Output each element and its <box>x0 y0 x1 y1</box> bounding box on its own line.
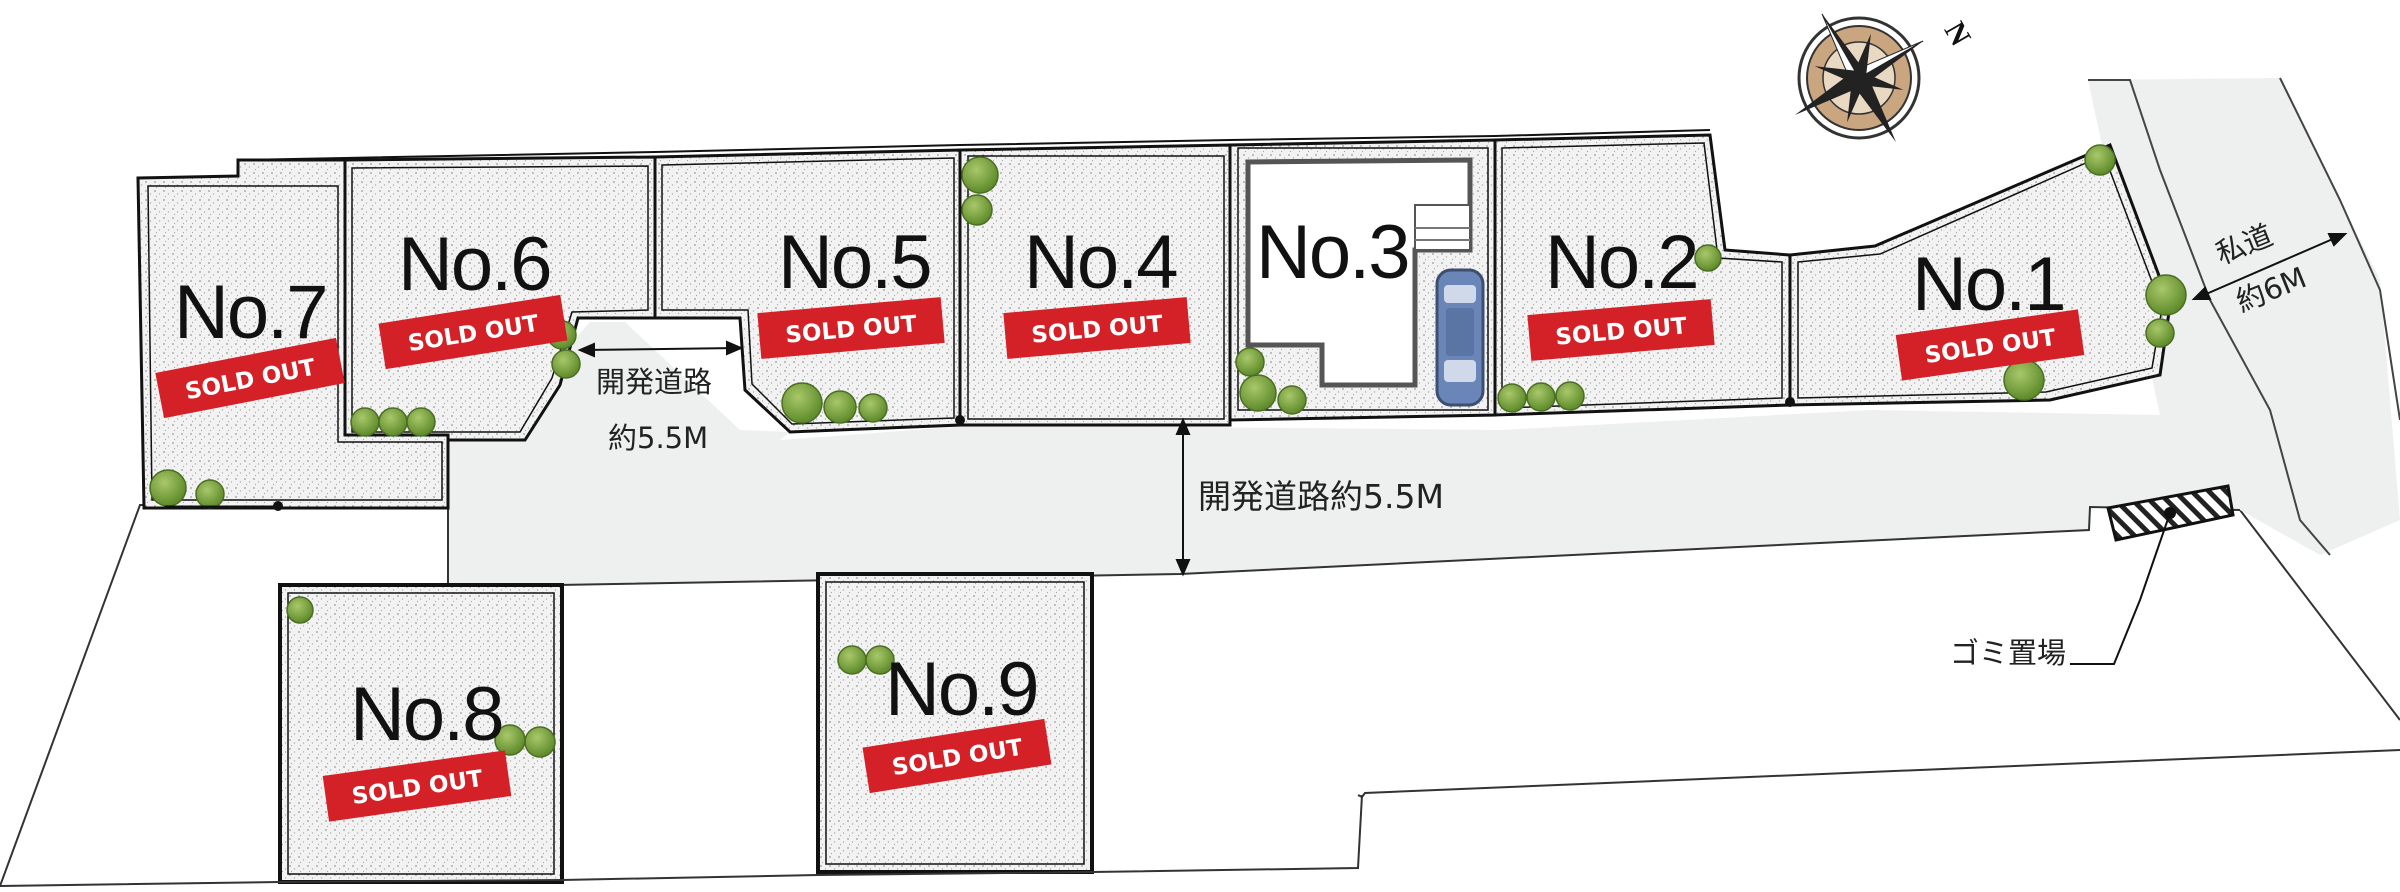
garbage-label: ゴミ置場 <box>1950 636 2066 670</box>
tree-icon <box>149 469 187 507</box>
tree-icon <box>2145 274 2187 316</box>
tree-icon <box>1526 382 1556 412</box>
lot-3-label: No.3 <box>1256 210 1409 295</box>
tree-icon <box>2145 318 2175 348</box>
dev-road-small-label-line2: 約5.5M <box>608 421 708 455</box>
lot-8-sold-badge: SOLD OUT <box>322 750 512 822</box>
lot-3[interactable] <box>1228 138 1497 422</box>
lot-1-sold-badge: SOLD OUT <box>1895 309 2085 381</box>
compass-rose-icon <box>1794 13 1924 143</box>
tree-icon <box>781 382 823 424</box>
dimension-arrows <box>577 233 2348 577</box>
lot-1-label: No.1 <box>1912 242 2065 327</box>
tree-icon <box>1694 244 1722 272</box>
tree-icon <box>195 479 225 509</box>
tree-icon <box>837 645 867 675</box>
lot-9-label: No.9 <box>885 647 1038 732</box>
tree-icon <box>350 407 380 437</box>
lot-6-sold-badge: SOLD OUT <box>378 294 568 370</box>
tree-icon <box>858 393 888 423</box>
tree-icon <box>961 194 993 226</box>
tree-icon <box>1235 347 1265 377</box>
tree-icon <box>961 156 999 194</box>
lot-9[interactable] <box>816 572 1094 874</box>
lot-5-sold-badge: SOLD OUT <box>757 297 945 359</box>
tree-icon <box>286 596 314 624</box>
lot-8-label: No.8 <box>350 672 503 757</box>
tree-icon <box>551 349 581 379</box>
south-ground-line <box>0 794 1363 887</box>
compass-north-label: N <box>1938 16 1978 52</box>
lot-4-label: No.4 <box>1024 220 1177 305</box>
lot-6-label: No.6 <box>398 222 551 307</box>
development-road <box>448 322 2240 587</box>
tree-icon <box>2003 359 2045 401</box>
dev-road-main-label: 開発道路約5.5M <box>1198 477 1444 516</box>
tree-icon <box>1277 385 1307 415</box>
parked-car-icon <box>1435 268 1485 407</box>
north-boundary <box>237 129 1711 161</box>
tree-icon <box>1239 374 1277 412</box>
lot-2-sold-badge: SOLD OUT <box>1527 299 1715 361</box>
tree-icon <box>524 726 556 758</box>
tree-icon <box>1555 381 1585 411</box>
garbage-area <box>2070 484 2235 665</box>
trees <box>149 144 2187 758</box>
boundary-markers <box>165 397 1795 511</box>
tree-icon <box>823 390 857 424</box>
tree-icon <box>378 407 408 437</box>
lot-2-label: No.2 <box>1545 220 1698 305</box>
dev-road-small-label-line1: 開発道路 <box>596 365 712 399</box>
tree-icon <box>406 407 436 437</box>
lot-5-label: No.5 <box>778 220 931 305</box>
tree-icon <box>2084 144 2116 176</box>
lot-7-label: No.7 <box>174 270 327 355</box>
lot-4-sold-badge: SOLD OUT <box>1003 297 1191 359</box>
tree-icon <box>1497 383 1527 413</box>
tree-icon <box>865 645 895 675</box>
